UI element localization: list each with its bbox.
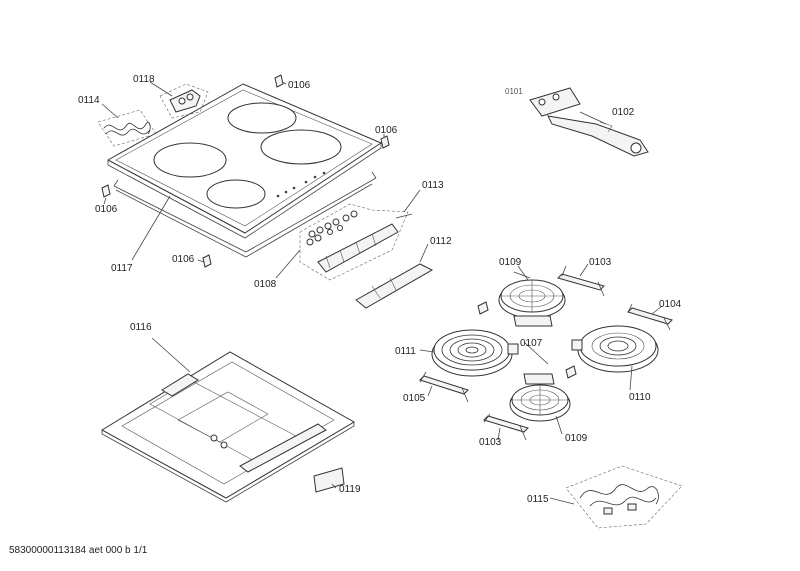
part-label-0105: 0105 [403,393,426,404]
label-plate-0119-part [313,467,345,493]
clip-0106-left-part [101,184,111,198]
clip-0106-right-part [380,135,390,149]
cable-0115-part [565,465,683,529]
clip-0106-bottom-part [202,254,212,268]
element-0109-bottom-part [509,373,571,422]
element-0111-part [431,329,519,377]
part-label-0107: 0107 [520,338,543,349]
part-label-0110: 0110 [629,392,651,403]
bracket-0102-part [529,87,649,157]
bar-0112-part [355,263,434,309]
bottom-tray-0116-part [101,351,355,503]
cooktop-glass-part [107,83,382,239]
part-label-0106-bottom: 0106 [172,254,195,265]
bracket-0118-part [159,83,209,119]
part-label-0108: 0108 [254,279,277,290]
part-label-0112: 0112 [430,236,452,247]
bracket-0104-part [627,303,673,331]
part-label-0116: 0116 [130,322,152,333]
control-panel-0108-part [299,203,413,281]
part-label-0115: 0115 [527,494,549,505]
bracket-0103-top-part [557,265,605,297]
part-label-0103-bottom: 0103 [479,437,502,448]
leader-lines [101,81,663,505]
part-label-0117: 0117 [111,263,133,274]
part-label-0109-top: 0109 [499,257,522,268]
bracket-0103-bottom-part [483,413,529,441]
part-label-0106-left: 0106 [95,204,118,215]
part-label-0119: 0119 [339,484,361,495]
clip-0106-top-part [274,74,284,88]
part-label-0113: 0113 [422,180,444,191]
part-label-0103-top: 0103 [589,257,612,268]
gasket-frame-part [113,171,377,258]
bracket-0105-part [419,371,469,403]
cable-0114-part [97,109,157,147]
part-label-0114: 0114 [78,95,100,106]
part-label-0118: 0118 [133,74,155,85]
clip-0107-part [477,301,577,379]
part-label-0106-right: 0106 [375,125,398,136]
element-0110-part [571,325,659,373]
part-label-0106-top: 0106 [288,80,311,91]
part-label-0101: 0101 [505,87,523,96]
element-0109-top-part [498,271,566,327]
part-label-0109-bottom: 0109 [565,433,588,444]
part-label-0111: 0111 [395,346,416,357]
part-label-0102: 0102 [612,107,635,118]
document-reference-footer: 58300000113184 aet 000 b 1/1 [9,545,148,556]
part-label-0104: 0104 [659,299,682,310]
